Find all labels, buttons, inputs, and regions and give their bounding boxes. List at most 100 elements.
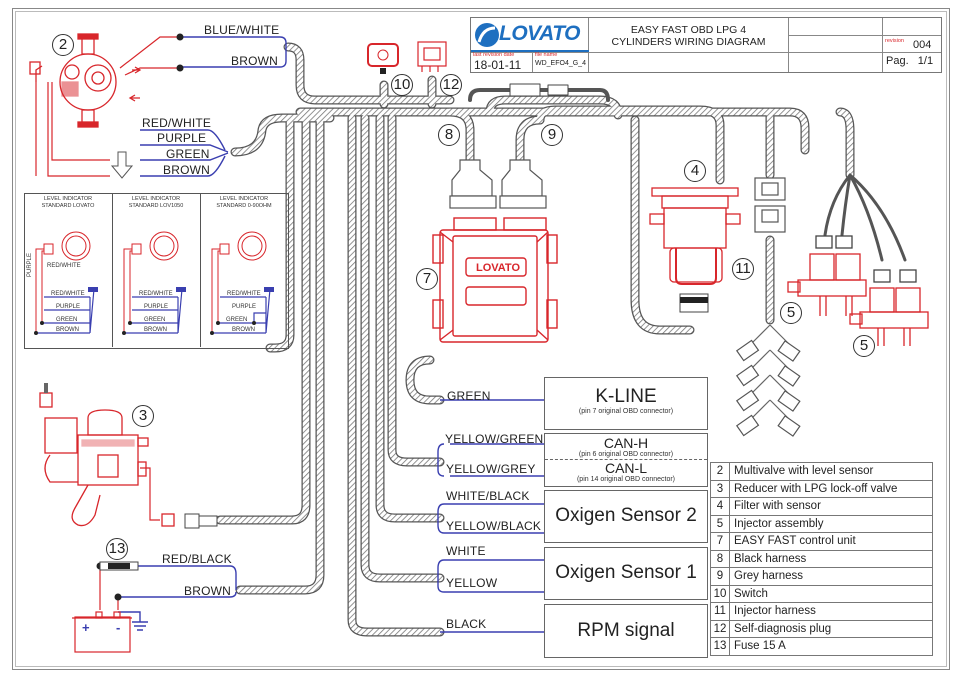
wire-label-green: GREEN [166, 147, 210, 161]
rpm-signal-title: RPM signal [577, 620, 675, 641]
diagram-title: EASY FAST OBD LPG 4 CYLINDERS WIRING DIA… [589, 18, 789, 52]
oxygen-sensor-1-title: Oxigen Sensor 1 [555, 562, 697, 583]
ecu-drawing [432, 217, 558, 343]
oxygen-sensor-2-box: Oxigen Sensor 2 [544, 490, 708, 543]
k-line-title: K-LINE [595, 386, 657, 407]
harness-bundles [215, 42, 907, 637]
switch-drawing [367, 43, 399, 74]
wire-green [140, 152, 229, 161]
wire-label-red-black: RED/BLACK [162, 552, 232, 566]
can-l-subtitle: (pin 14 original OBD connector) [576, 476, 676, 483]
page-number: Pag. 1/1 [886, 55, 934, 67]
wire-label-brown: BROWN [231, 54, 278, 68]
component-number-12: 12 [440, 74, 462, 96]
component-number-4: 4 [684, 160, 706, 182]
level-indicator-panel [24, 193, 289, 349]
level-sensor-icon [34, 231, 98, 335]
battery-ground [118, 611, 148, 631]
component-red-wires [35, 36, 180, 610]
wire-brown-level [140, 155, 226, 177]
k-line-subtitle: (pin 7 original OBD connector) [578, 408, 674, 415]
filter-connector [679, 293, 709, 313]
wire-red-white [140, 129, 226, 151]
wire-label-brown-level: BROWN [163, 163, 210, 177]
last-revision-date: 18-01-11 [474, 58, 522, 72]
wire-label-white-black: WHITE/BLACK [446, 489, 530, 503]
wire-label-yellow-green: YELLOW/GREEN [445, 432, 544, 446]
level-wire-red-white: RED/WHITE [47, 263, 81, 269]
wire-label-yellow: YELLOW [446, 576, 498, 590]
revision-cell: revision 004 Pag. 1/1 [883, 18, 941, 72]
fuse-drawing [99, 561, 139, 571]
brand-name: LOVATO [499, 22, 581, 45]
brand-logo: LOVATO [471, 18, 589, 52]
wire-yellow [437, 578, 544, 593]
wire-white [437, 559, 544, 578]
rpm-signal-box: RPM signal [544, 604, 708, 658]
harness-can [387, 113, 445, 467]
title-block: LOVATO last revision date 18-01-11 file … [470, 17, 942, 73]
wire-label-white: WHITE [446, 544, 486, 558]
ecu-logo-text: LOVATO [476, 262, 520, 274]
component-number-8: 8 [438, 124, 460, 146]
file-name-cell: file name WD_EFO4_G_4 [533, 52, 589, 72]
component-number-3: 3 [132, 405, 154, 427]
last-revision-cell: last revision date 18-01-11 [471, 52, 533, 72]
injector-harness-connector [754, 177, 786, 233]
wire-blue-white [180, 36, 287, 47]
revision-number: 004 [913, 39, 932, 51]
ecu-connectors [449, 159, 547, 209]
wire-purple [140, 144, 229, 153]
wire-label-brown-battery: BROWN [184, 584, 231, 598]
diag-plug-drawing [417, 41, 447, 72]
reducer-connector [184, 513, 218, 529]
sheet-border-inner [15, 11, 947, 667]
lovato-logo-icon [475, 23, 499, 47]
component-number-5a: 5 [780, 302, 802, 324]
component-number-13: 13 [106, 538, 128, 560]
level-sensor-icon [210, 231, 274, 335]
level-sensor-icon [122, 231, 186, 335]
wire-label-red-white: RED/WHITE [142, 116, 212, 130]
oxygen-sensor-2-title: Oxigen Sensor 2 [555, 505, 697, 526]
signal-wires [100, 36, 544, 633]
wire-label-black: BLACK [446, 617, 487, 631]
multivalve-drawing [29, 33, 142, 128]
component-number-9: 9 [541, 124, 563, 146]
wire-brown-battery [118, 591, 237, 598]
wire-label-yellow-grey: YELLOW/GREY [446, 462, 536, 476]
wire-label-yellow-black: YELLOW/BLACK [446, 519, 542, 533]
k-line-box: K-LINE (pin 7 original OBD connector) [544, 377, 708, 430]
file-name: WD_EFO4_G_4 [535, 60, 586, 67]
wire-label-green-kline: GREEN [447, 389, 491, 403]
sheet-border [12, 8, 950, 670]
reducer-drawing [39, 383, 175, 527]
wire-label-purple: PURPLE [157, 131, 207, 145]
component-number-7: 7 [416, 268, 438, 290]
filter-drawing [649, 187, 741, 285]
injector-rail-b [849, 269, 929, 346]
wire-brown-top [180, 47, 287, 68]
can-box: CAN-H (pin 6 original OBD connector) CAN… [544, 433, 708, 487]
component-number-11: 11 [732, 258, 754, 280]
injector-rail-a [787, 235, 867, 316]
can-h-subtitle: (pin 6 original OBD connector) [578, 451, 674, 458]
component-number-10: 10 [391, 74, 413, 96]
battery-minus: - [116, 620, 121, 635]
